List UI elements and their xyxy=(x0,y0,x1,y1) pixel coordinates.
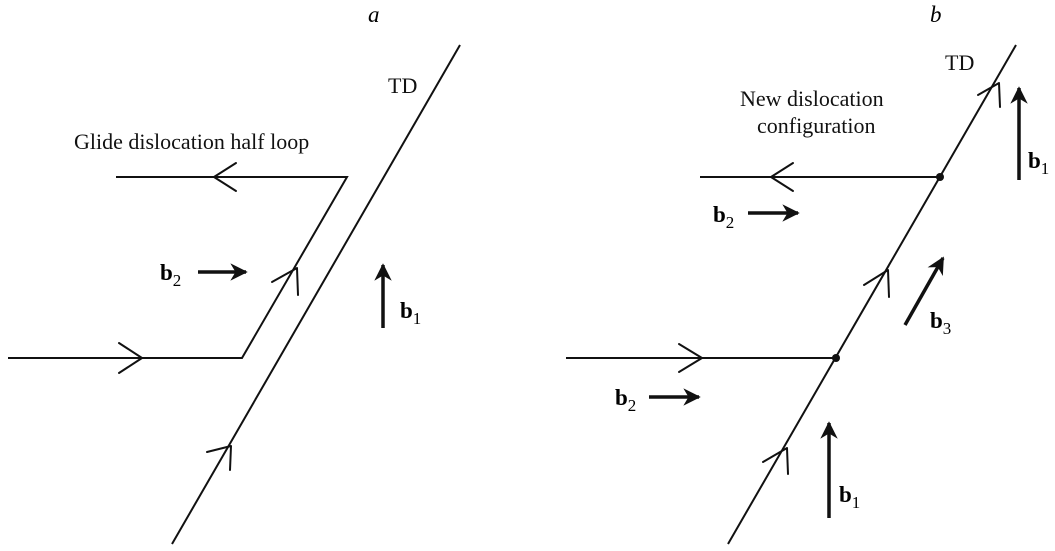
panel-a-b1-vector: b1 xyxy=(374,263,421,328)
panel-a: a TD Glide dislocation half loop b2 b1 xyxy=(8,2,461,545)
panel-b-b1-bottom-letter: b xyxy=(839,482,852,507)
panel-a-annotation: Glide dislocation half loop xyxy=(74,129,309,154)
panel-b-b3-vector: b3 xyxy=(903,256,951,338)
panel-b-td-chevron-lower xyxy=(762,447,789,475)
panel-b-upper-chevron xyxy=(770,162,794,192)
panel-b-b2-top-letter: b xyxy=(713,202,726,227)
panel-a-threading-dislocation xyxy=(171,44,461,545)
panel-b-threading-dislocation xyxy=(727,44,1017,545)
panel-a-td-direction-chevron-lower xyxy=(206,445,232,471)
panel-b-lower-chevron xyxy=(678,343,703,373)
svg-text:b2: b2 xyxy=(713,202,734,232)
svg-text:b1: b1 xyxy=(400,298,421,328)
svg-text:b1: b1 xyxy=(1028,148,1049,178)
panel-b-b1-top-sub: 1 xyxy=(1041,159,1050,178)
svg-text:b1: b1 xyxy=(839,482,860,512)
panel-a-b1-sub: 1 xyxy=(413,309,422,328)
panel-b-b1-bottom-sub: 1 xyxy=(852,493,861,512)
panel-a-b1-letter: b xyxy=(400,298,413,323)
panel-b: b TD New dislocation configuration b1 xyxy=(566,2,1049,545)
svg-text:b3: b3 xyxy=(930,308,951,338)
panel-b-b2-bottom-sub: 2 xyxy=(628,396,637,415)
panel-b-b2-top-sub: 2 xyxy=(726,213,735,232)
panel-a-glide-half-loop xyxy=(8,176,349,359)
panel-a-loop-direction-chevron-bottom xyxy=(118,342,143,374)
panel-b-b2-top-vector: b2 xyxy=(713,202,800,232)
panel-b-td-chevron-upper xyxy=(977,82,1001,108)
panel-a-b2-sub: 2 xyxy=(173,271,182,290)
panel-b-b3-sub: 3 xyxy=(943,319,952,338)
panel-b-b1-bottom-vector: b1 xyxy=(820,421,860,518)
panel-b-b2-bottom-letter: b xyxy=(615,385,628,410)
panel-b-b3-letter: b xyxy=(930,308,943,333)
svg-text:b2: b2 xyxy=(615,385,636,415)
panel-a-loop-direction-chevron-top xyxy=(213,162,237,192)
panel-b-b1-top-letter: b xyxy=(1028,148,1041,173)
panel-b-lower-node xyxy=(832,354,840,362)
panel-a-b2-letter: b xyxy=(160,260,173,285)
panel-b-b2-bottom-vector: b2 xyxy=(615,385,701,415)
panel-b-td-chevron-middle xyxy=(863,269,890,298)
panel-b-b3-arrow xyxy=(903,256,945,326)
panel-b-label: b xyxy=(930,2,942,27)
panel-b-td-label: TD xyxy=(945,50,974,75)
panel-a-b2-vector: b2 xyxy=(160,260,248,290)
panel-b-upper-node xyxy=(936,173,944,181)
panel-b-annotation-line1: New dislocation xyxy=(740,86,884,111)
panel-b-annotation-line2: configuration xyxy=(757,113,876,138)
panel-a-label: a xyxy=(368,2,380,27)
panel-a-td-label: TD xyxy=(388,73,417,98)
panel-b-b1-top-vector: b1 xyxy=(1010,86,1049,180)
svg-text:b2: b2 xyxy=(160,260,181,290)
panel-a-loop-direction-chevron-diagonal xyxy=(271,267,299,296)
